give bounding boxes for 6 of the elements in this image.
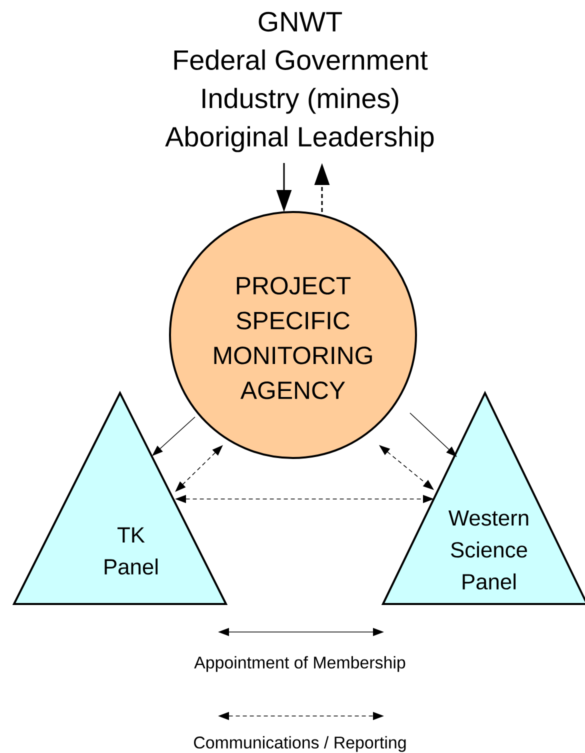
legend-text: Appointment of Membership	[194, 656, 406, 672]
arrow	[410, 412, 457, 457]
arrow	[152, 416, 196, 456]
arrow	[175, 445, 223, 492]
legend-text: Communications / Reporting	[194, 736, 406, 752]
stakeholder-list: GNWT Federal Government Industry (mines) Aboriginal Leadership	[165, 12, 434, 152]
